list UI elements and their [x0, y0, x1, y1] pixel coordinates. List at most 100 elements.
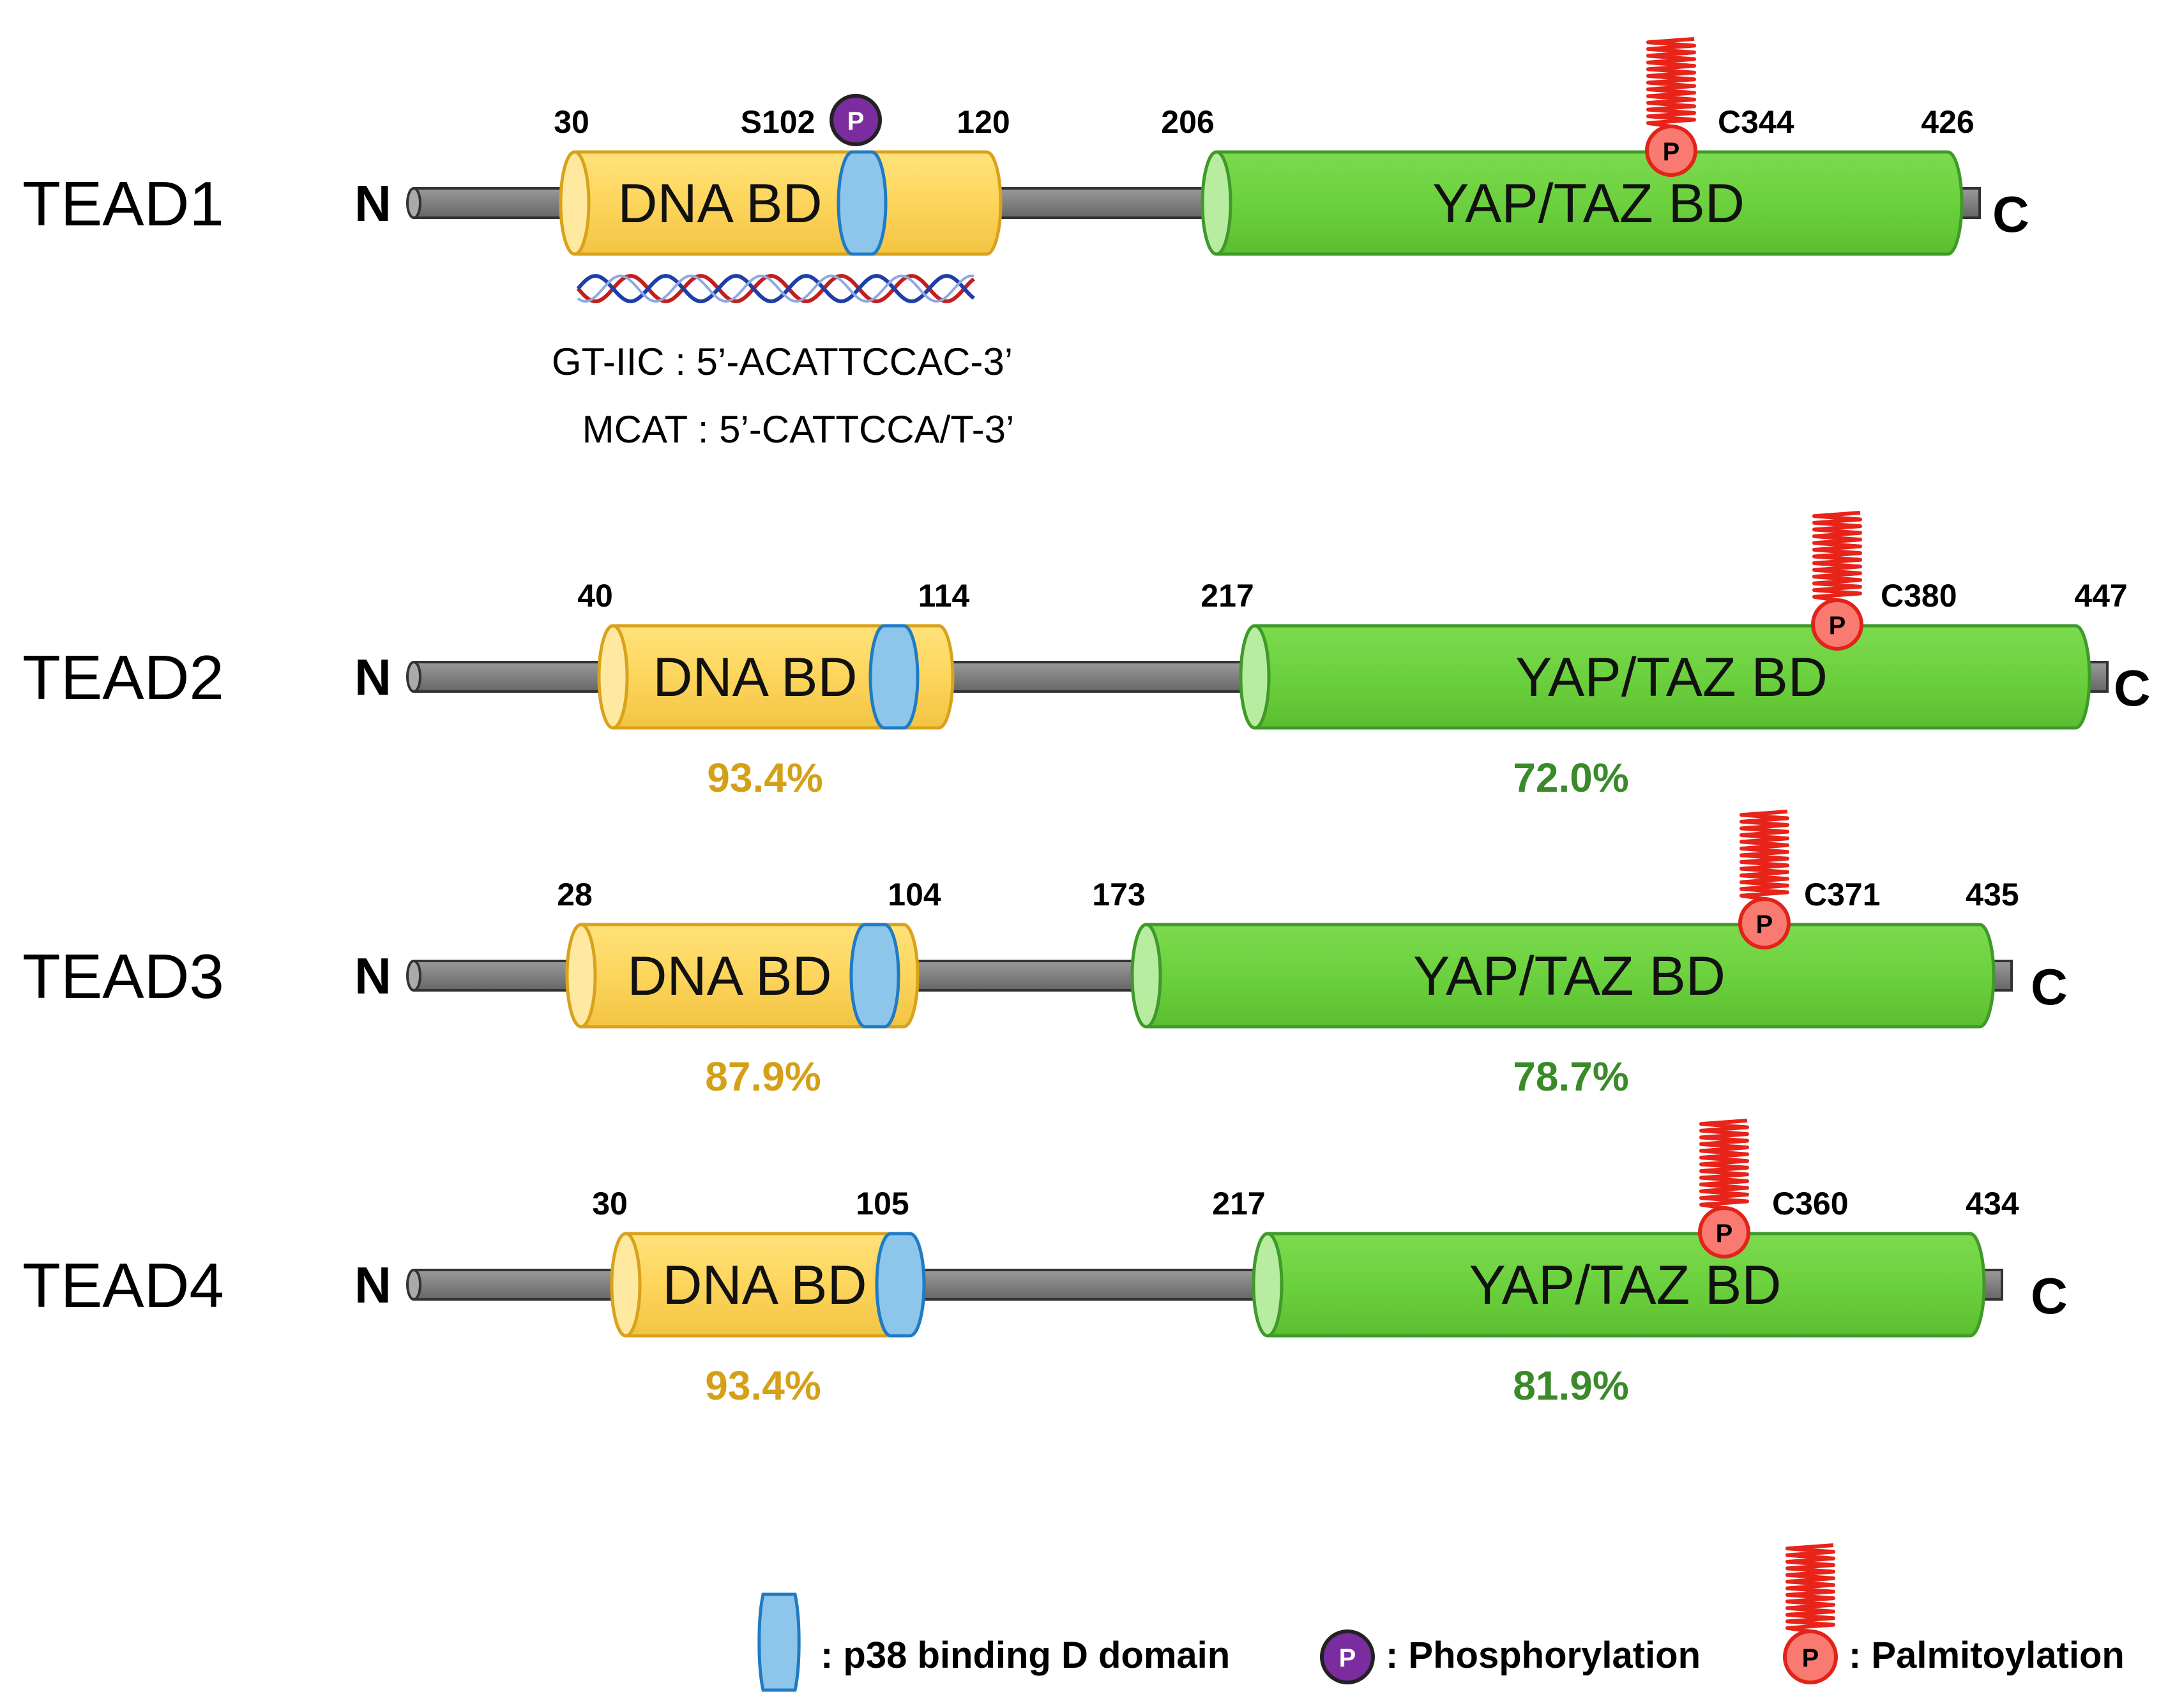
c-terminus-label: C	[2031, 958, 2068, 1015]
legend-phosphorylation-icon-circle	[1320, 1629, 1375, 1684]
yap-taz-binding-domain	[1201, 150, 1964, 256]
phosphorylation-site-label: S102	[741, 104, 815, 140]
dna-binding-domain	[565, 923, 920, 1029]
yap-taz-binding-domain	[1239, 624, 2091, 730]
protein-name: TEAD2	[22, 642, 224, 713]
dna-bd-end-residue: 105	[856, 1186, 909, 1221]
protein-name: TEAD3	[22, 941, 224, 1011]
yap-taz-binding-domain	[1252, 1232, 1986, 1338]
yap-bd-identity: 72.0%	[1513, 755, 1628, 801]
dna-bd-label: DNA BD	[627, 946, 831, 1007]
n-terminus-label: N	[354, 175, 391, 232]
p38-binding-d-domain	[868, 624, 920, 730]
phosphorylation-badge-icon: P	[830, 94, 882, 146]
yap-taz-binding-domain-cap	[1130, 923, 1162, 1029]
dna-binding-domain-cap	[597, 624, 629, 730]
dna-bd-start-residue: 40	[577, 578, 613, 614]
yap-taz-bd-label: YAP/TAZ BD	[1413, 946, 1725, 1007]
dna-bd-start-residue: 30	[592, 1186, 628, 1221]
yap-bd-end-residue: 447	[2074, 578, 2127, 614]
p38-binding-d-domain	[875, 1232, 926, 1338]
palmitoylation-site-label: C371	[1804, 877, 1881, 912]
dna-binding-domain-cap	[559, 150, 591, 256]
dna-bd-identity: 93.4%	[707, 755, 822, 801]
yap-taz-binding-domain-cap	[1201, 150, 1232, 256]
dna-bd-label: DNA BD	[653, 647, 857, 708]
yap-taz-binding-domain-cap	[1239, 624, 1271, 730]
palmitoylation-badge-icon-circle	[1811, 598, 1863, 651]
yap-bd-start-residue: 206	[1161, 104, 1214, 140]
c-terminus-label: C	[2114, 660, 2151, 716]
palmitoylation-badge-icon-letter: P	[1756, 911, 1773, 939]
n-terminus-label: N	[354, 649, 391, 706]
linker-n-cap	[406, 1269, 421, 1301]
linker-n-cap	[406, 661, 421, 693]
c-terminus-label: C	[2031, 1267, 2068, 1324]
legend: : p38 binding D domain P : Phosphorylation…	[757, 1543, 2125, 1692]
yap-bd-identity: 81.9%	[1513, 1363, 1628, 1409]
legend-palmitoylation-icon: P	[1783, 1629, 1838, 1684]
palmitoylation-badge-icon-circle	[1645, 125, 1697, 177]
dna-bd-end-residue: 120	[957, 104, 1010, 140]
c-terminus-label: C	[1992, 186, 2029, 243]
yap-taz-bd-label: YAP/TAZ BD	[1515, 647, 1828, 708]
palmitoylation-site-label: C360	[1772, 1186, 1849, 1221]
mcat-motif: MCAT : 5’-CATTCCA/T-3’	[582, 408, 1015, 451]
dna-bd-identity: 87.9%	[705, 1054, 821, 1100]
palmitoyl-chain-icon	[1740, 810, 1789, 901]
phosphorylation-badge-icon-circle	[830, 94, 882, 146]
palmitoylation-badge-icon: P	[1738, 897, 1791, 949]
legend-p38-label: : p38 binding D domain	[821, 1635, 1230, 1676]
dna-bd-label: DNA BD	[618, 173, 822, 234]
linker-n-cap	[406, 960, 421, 992]
legend-phosphorylation-icon: P	[1320, 1629, 1375, 1684]
protein-name: TEAD4	[22, 1250, 224, 1320]
dna-binding-domain-cap	[610, 1232, 642, 1338]
yap-bd-end-residue: 426	[1921, 104, 1974, 140]
dna-binding-domain	[559, 150, 1003, 256]
yap-taz-bd-label: YAP/TAZ BD	[1432, 173, 1745, 234]
palmitoylation-badge-icon: P	[1811, 598, 1863, 651]
legend-phosphorylation-icon-letter: P	[1339, 1644, 1356, 1672]
palmitoylation-site-label: C344	[1718, 104, 1794, 140]
dna-motif-group: GT-IIC : 5’-ACATTCCAC-3’ MCAT : 5’-CATTCC…	[552, 273, 1015, 451]
dna-binding-domain-cap	[565, 923, 597, 1029]
p38-binding-d-domain	[837, 150, 888, 256]
palmitoylation-badge-icon-circle	[1698, 1206, 1750, 1258]
palmitoylation-badge-icon-letter: P	[1663, 138, 1680, 166]
dna-bd-end-residue: 104	[888, 877, 941, 912]
dna-bd-end-residue: 114	[918, 578, 970, 614]
palmitoyl-chain-icon	[1699, 1119, 1749, 1210]
palmitoylation-badge-icon-circle	[1738, 897, 1791, 949]
legend-palmitoylation-icon-letter: P	[1802, 1644, 1819, 1672]
dna-bd-start-residue: 28	[557, 877, 593, 912]
yap-bd-end-residue: 434	[1966, 1186, 2019, 1221]
dna-bd-start-residue: 30	[554, 104, 589, 140]
yap-bd-start-residue: 173	[1092, 877, 1145, 912]
palmitoylation-badge-icon-letter: P	[1716, 1220, 1733, 1248]
dna-helix-strand-light	[577, 274, 974, 303]
dna-bd-label: DNA BD	[662, 1255, 867, 1316]
n-terminus-label: N	[354, 948, 391, 1004]
gtiic-motif: GT-IIC : 5’-ACATTCCAC-3’	[552, 340, 1013, 383]
p38-binding-d-domain	[849, 923, 900, 1029]
n-terminus-label: N	[354, 1257, 391, 1313]
yap-bd-start-residue: 217	[1212, 1186, 1265, 1221]
yap-bd-end-residue: 435	[1966, 877, 2019, 912]
palmitoylation-badge-icon: P	[1698, 1206, 1750, 1258]
palmitoylation-badge-icon: P	[1645, 125, 1697, 177]
linker-n-cap	[406, 187, 421, 219]
yap-taz-binding-domain	[1130, 923, 1996, 1029]
yap-bd-identity: 78.7%	[1513, 1054, 1628, 1100]
palmitoyl-chain-icon	[1812, 511, 1862, 602]
legend-palmitoyl-chain-icon	[1785, 1543, 1835, 1633]
legend-palmitoylation-label: : Palmitoylation	[1849, 1635, 2125, 1676]
legend-phosphorylation-label: : Phosphorylation	[1386, 1635, 1701, 1676]
palmitoyl-chain-icon	[1646, 37, 1696, 128]
dna-bd-identity: 93.4%	[705, 1363, 821, 1409]
